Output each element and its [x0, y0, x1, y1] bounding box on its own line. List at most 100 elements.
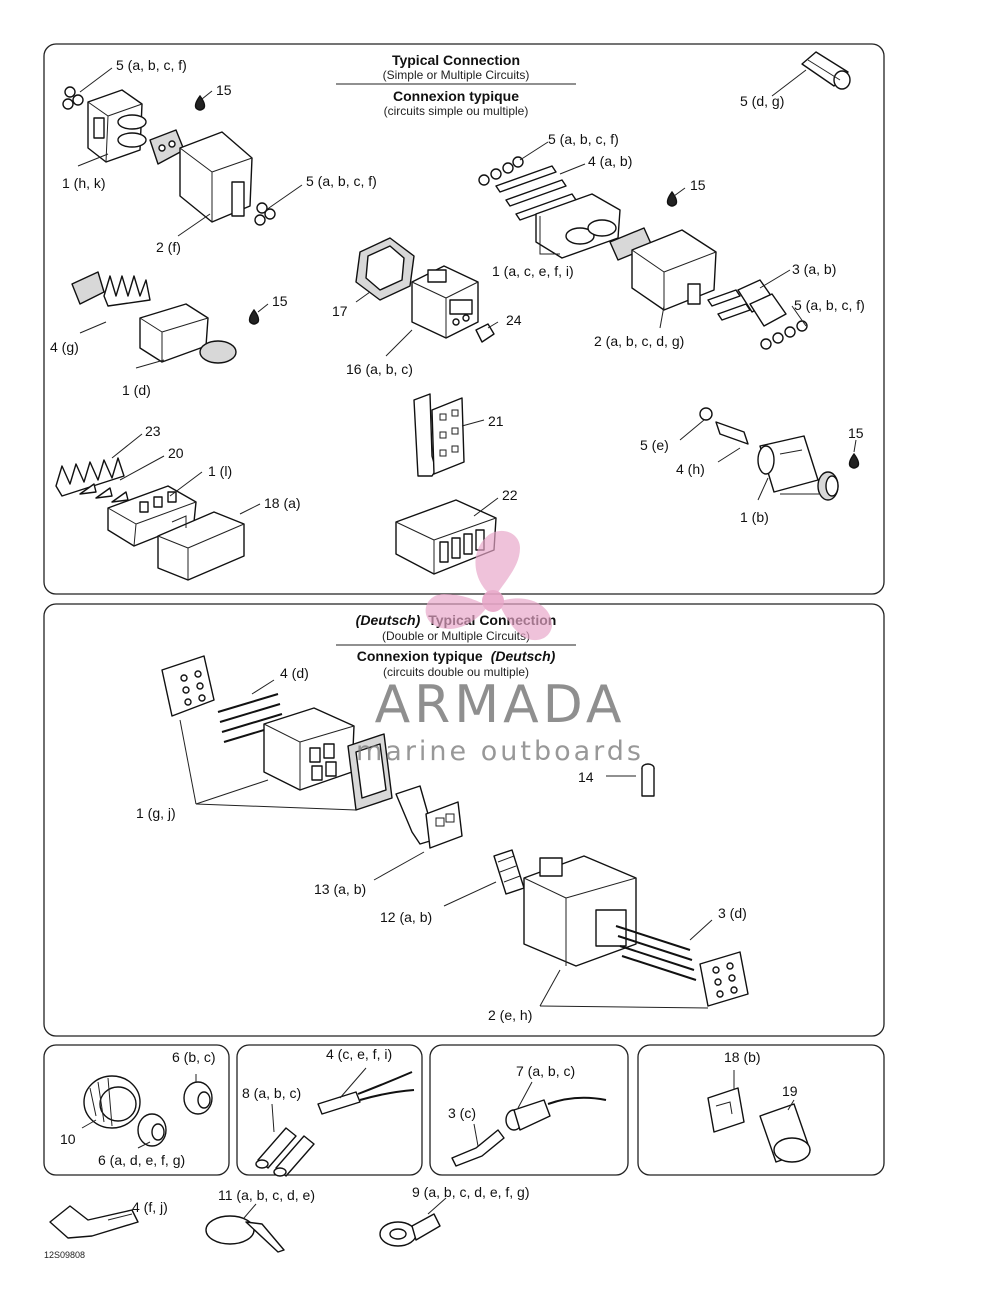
part-15-grease-drop-b	[248, 308, 260, 325]
part-2-housing-f	[179, 131, 253, 223]
label-4h: 4 (h)	[676, 461, 705, 477]
label-14: 14	[578, 769, 594, 785]
part-5-seals-cluster-c	[478, 156, 524, 186]
part-9-ring-terminal	[379, 1213, 441, 1247]
label-22: 22	[502, 487, 518, 503]
part-5e-seal	[699, 407, 713, 421]
frame-part-6-10	[43, 1044, 230, 1176]
part-seal-plate-deutsch-b	[699, 951, 749, 1007]
figure-code: 12S09808	[44, 1250, 85, 1260]
part-5-seals-cluster-b	[254, 202, 276, 226]
label-15-3: 15	[272, 293, 288, 309]
part-4d-terminals	[217, 693, 285, 743]
label-2f: 2 (f)	[156, 239, 181, 255]
label-17: 17	[332, 303, 348, 319]
part-1aceFi-connector	[535, 193, 621, 259]
label-1aceFi: 1 (a, c, e, f, i)	[492, 263, 574, 279]
part-3ab-terminals	[707, 279, 787, 327]
label-2abcdg: 2 (a, b, c, d, g)	[594, 333, 684, 349]
label-5abcf-1: 5 (a, b, c, f)	[116, 57, 187, 73]
label-4g: 4 (g)	[50, 339, 79, 355]
part-21-terminal-holder	[413, 393, 465, 477]
label-4d: 4 (d)	[280, 665, 309, 681]
label-6adefg: 6 (a, d, e, f, g)	[98, 1152, 185, 1168]
svg-text:Connexion typique (Deuts: Connexion typique (Deutsch)	[357, 648, 556, 665]
label-23: 23	[145, 423, 161, 439]
watermark-tagline: marine outboards	[356, 736, 644, 767]
part-11-cable-tie	[205, 1215, 285, 1253]
label-5dg: 5 (d, g)	[740, 93, 784, 109]
label-3d: 3 (d)	[718, 905, 747, 921]
svg-text:(Simple or Multiple Circuits): (Simple or Multiple Circuits)	[383, 68, 530, 82]
label-7abc: 7 (a, b, c)	[516, 1063, 575, 1079]
label-1hk: 1 (h, k)	[62, 175, 106, 191]
label-15-1: 15	[216, 82, 232, 98]
part-13ab-wedge-lock	[395, 785, 463, 849]
label-12ab: 12 (a, b)	[380, 909, 432, 925]
part-4h-terminal	[715, 421, 749, 445]
label-1l: 1 (l)	[208, 463, 232, 479]
label-5abcf-4: 5 (a, b, c, f)	[794, 297, 865, 313]
label-1gj: 1 (g, j)	[136, 805, 176, 821]
part-12ab-wedge-lock	[493, 849, 525, 895]
part-1b-seal-ring	[817, 471, 839, 501]
part-5-seals-cluster-d	[760, 320, 808, 350]
label-13ab: 13 (a, b)	[314, 881, 366, 897]
part-17-seal-frame	[355, 237, 415, 301]
leader-lines	[77, 67, 857, 1221]
svg-text:(circuits double ou multiple): (circuits double ou multiple)	[383, 665, 529, 679]
part-15-grease-drop-d	[848, 452, 860, 469]
armada-watermark: ARMADA marine outboards	[356, 530, 644, 767]
part-seal-frame-deutsch	[347, 733, 393, 811]
part-15-grease-drop-a	[194, 94, 206, 111]
part-5dg-connector-plug	[801, 51, 851, 90]
svg-text:Typical Connection: Typical Connection	[392, 52, 520, 68]
part-16-connector-block	[411, 265, 479, 339]
part-18a-housing	[157, 511, 245, 581]
callout-labels: 5 (a, b, c, f) 15 1 (h, k) 5 (a, b, c, f…	[50, 57, 865, 1215]
part-3d-terminals	[615, 925, 697, 981]
label-3c: 3 (c)	[448, 1105, 476, 1121]
part-23-terminal-row	[55, 457, 125, 497]
label-5abcf-2: 5 (a, b, c, f)	[306, 173, 377, 189]
part-20-pins-row	[79, 483, 129, 503]
label-1b: 1 (b)	[740, 509, 769, 525]
part-1-housing-hk	[87, 89, 147, 163]
label-10: 10	[60, 1131, 76, 1147]
part-1d-connector	[139, 303, 237, 364]
part-18b-lock	[707, 1087, 745, 1133]
label-15-2: 15	[690, 177, 706, 193]
svg-text:Connexion typique: Connexion typique	[393, 88, 519, 104]
part-10-nut	[83, 1075, 141, 1129]
typical-connection-title: Typical Connection (Simple or Multiple C…	[336, 52, 576, 118]
label-5abcf-3: 5 (a, b, c, f)	[548, 131, 619, 147]
watermark-brand: ARMADA	[375, 675, 626, 735]
part-15-grease-drop-c	[666, 190, 678, 207]
label-4cefi: 4 (c, e, f, i)	[326, 1046, 392, 1062]
part-seal-plate-deutsch-a	[161, 655, 215, 717]
part-6adefg-grommet	[137, 1113, 167, 1147]
frame-typical-connection	[43, 43, 885, 595]
label-19: 19	[782, 1083, 798, 1099]
part-4g-terminal-strip	[71, 271, 151, 307]
part-seal-plate-a	[149, 129, 185, 165]
label-3ab: 3 (a, b)	[792, 261, 836, 277]
label-18a: 18 (a)	[264, 495, 301, 511]
part-19-connector	[759, 1103, 811, 1163]
part-1gj-plug-housing	[263, 707, 355, 791]
part-14-plug-pin	[641, 763, 655, 797]
label-16abc: 16 (a, b, c)	[346, 361, 413, 377]
label-1d: 1 (d)	[122, 382, 151, 398]
part-4fj-terminal	[49, 1205, 139, 1239]
part-4ab-terminals	[495, 165, 577, 221]
part-24-plug	[475, 323, 495, 343]
label-8abc: 8 (a, b, c)	[242, 1085, 301, 1101]
frame-part-4-8	[236, 1044, 423, 1176]
label-6bc: 6 (b, c)	[172, 1049, 216, 1065]
label-11abcde: 11 (a, b, c, d, e)	[218, 1187, 315, 1203]
frame-part-7-3	[429, 1044, 629, 1176]
armada-propeller-logo	[425, 530, 552, 641]
part-3c-terminal	[451, 1129, 505, 1167]
